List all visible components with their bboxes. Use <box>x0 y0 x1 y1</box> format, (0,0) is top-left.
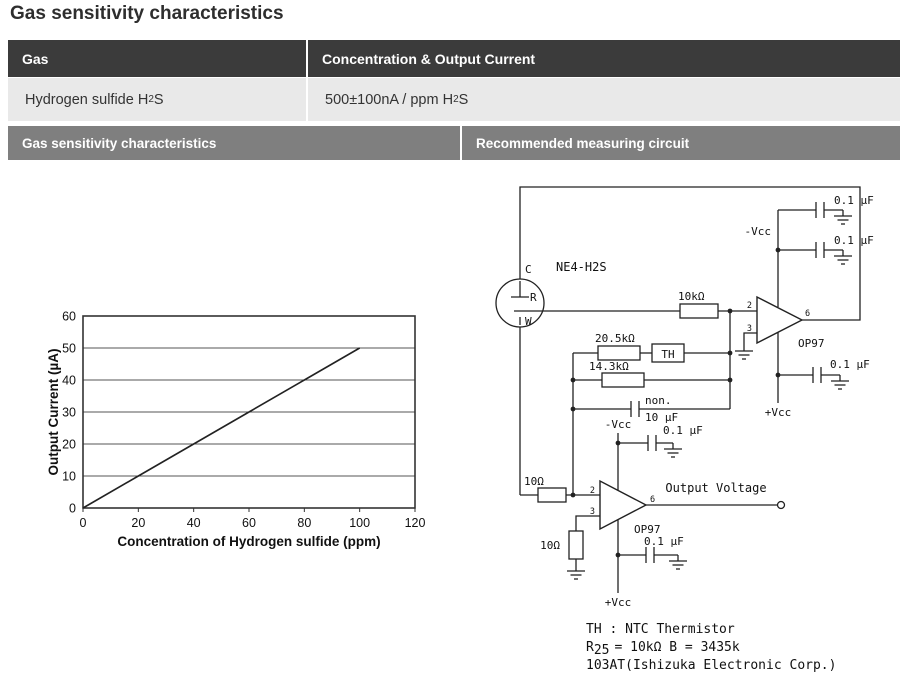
svg-text:100: 100 <box>349 516 370 530</box>
opamp2-pos-vcc-label: +Vcc <box>605 596 632 609</box>
svg-text:20: 20 <box>62 438 76 452</box>
opamp2-pin3-label: 3 <box>590 507 595 517</box>
svg-text:40: 40 <box>62 374 76 388</box>
opamp2-neg-vcc-label: -Vcc <box>605 418 632 431</box>
ground-symbol <box>833 249 853 265</box>
ground-symbol <box>830 374 850 390</box>
capacitor-symbol <box>647 434 657 452</box>
thermistor-label: TH <box>661 348 674 361</box>
terminal-w-label: W <box>525 315 532 328</box>
svg-text:60: 60 <box>242 516 256 530</box>
note-2-rest: = 10kΩ B = 3435k <box>614 640 739 655</box>
resistor-10ohm-input <box>537 487 567 503</box>
measuring-circuit-diagram: NE4-H2S C R W 10kΩ 20.5kΩ TH 14.3kΩ non.… <box>495 186 874 673</box>
header-concentration: Concentration & Output Current <box>308 40 900 77</box>
ground-symbol <box>833 209 853 225</box>
svg-text:10: 10 <box>62 470 76 484</box>
capacitor-symbol <box>815 201 825 219</box>
circuit-labels: NE4-H2S C R W 10kΩ 20.5kΩ TH 14.3kΩ non.… <box>524 194 874 673</box>
ground-symbol <box>663 442 683 458</box>
capacitor-symbol <box>812 366 822 384</box>
opamp1-neg-vcc-label: -Vcc <box>745 225 772 238</box>
svg-text:40: 40 <box>187 516 201 530</box>
cap-01uf-label: 0.1 µF <box>644 535 684 548</box>
gas-value-text: 500±100nA / ppm H <box>325 91 454 108</box>
output-terminal <box>776 500 786 510</box>
x-axis-label: Concentration of Hydrogen sulfide (ppm) <box>117 534 380 549</box>
resistor-10k-label: 10kΩ <box>678 290 705 303</box>
opamp2-pin6-label: 6 <box>650 495 655 505</box>
nonpolar-label: non. <box>645 394 672 407</box>
cap-01uf-label: 0.1 µF <box>663 424 703 437</box>
opamp2-name-label: OP97 <box>634 523 661 536</box>
capacitor-symbol <box>645 546 655 564</box>
note-2-subscript: 25 <box>594 643 610 658</box>
section-header-left: Gas sensitivity characteristics <box>8 126 460 160</box>
circuit-wires <box>519 186 861 593</box>
opamp2-pin2-label: 2 <box>590 486 595 496</box>
ground-symbol <box>668 554 688 570</box>
opamp1-symbol <box>756 295 804 345</box>
svg-text:0: 0 <box>69 502 76 516</box>
cap-01uf-label: 0.1 µF <box>834 194 874 207</box>
opamp1-pin2-label: 2 <box>747 301 752 311</box>
section-header-right: Recommended measuring circuit <box>462 126 900 160</box>
gas-value-tail: S <box>458 91 469 108</box>
chart-plot-area: 0 10 20 30 40 50 60 0 20 40 60 80 100 120 <box>62 310 425 531</box>
gas-name-text: Hydrogen sulfide H <box>25 91 149 108</box>
svg-text:0: 0 <box>80 516 87 530</box>
thermistor-box <box>651 343 685 363</box>
capacitor-symbols <box>630 201 825 564</box>
y-axis-label: Output Current (µA) <box>46 348 61 475</box>
page-title: Gas sensitivity characteristics <box>10 3 284 24</box>
cap-10uf-label: 10 µF <box>645 411 678 424</box>
header-gas: Gas <box>8 40 306 77</box>
section-header-row: Gas sensitivity characteristics Recommen… <box>8 126 900 160</box>
svg-text:30: 30 <box>62 406 76 420</box>
cap-01uf-label: 0.1 µF <box>830 358 870 371</box>
svg-text:50: 50 <box>62 342 76 356</box>
cap-01uf-label: 0.1 µF <box>834 234 874 247</box>
svg-text:80: 80 <box>297 516 311 530</box>
resistor-20-5k-label: 20.5kΩ <box>595 332 635 345</box>
circuit-note-3: 103AT(Ishizuka Electronic Corp.) <box>586 658 836 673</box>
resistor-20-5k <box>597 345 641 361</box>
sensitivity-chart: 0 10 20 30 40 50 60 0 20 40 60 80 100 120 Output Curr… <box>46 310 425 550</box>
sensor-name-label: NE4-H2S <box>556 260 607 274</box>
table-header-row: Gas Concentration & Output Current <box>8 40 900 77</box>
resistor-boxes <box>537 303 719 560</box>
gas-name-tail: S <box>153 91 164 108</box>
circuit-note-2: R25 = 10kΩ B = 3435k <box>586 640 740 658</box>
ground-symbol <box>566 564 586 580</box>
junction-dots <box>570 247 781 558</box>
resistor-10ohm-ground-label: 10Ω <box>540 539 560 552</box>
spec-table: Gas Concentration & Output Current Hydro… <box>8 40 900 160</box>
opamp2-symbol <box>599 479 648 531</box>
capacitor-symbol-nonpolar <box>630 400 640 418</box>
capacitor-symbol <box>815 241 825 259</box>
terminal-r-label: R <box>530 291 537 304</box>
opamp1-pin3-label: 3 <box>747 324 752 334</box>
svg-text:60: 60 <box>62 310 76 324</box>
resistor-10k <box>679 303 719 319</box>
resistor-10ohm-input-label: 10Ω <box>524 475 544 488</box>
svg-text:120: 120 <box>405 516 426 530</box>
svg-text:20: 20 <box>131 516 145 530</box>
opamp1-pin6-label: 6 <box>805 309 810 319</box>
ground-symbol <box>734 344 754 360</box>
terminal-c-label: C <box>525 263 532 276</box>
circuit-note-1: TH : NTC Thermistor <box>586 622 735 637</box>
output-voltage-label: Output Voltage <box>665 481 766 495</box>
resistor-14-3k <box>601 372 645 388</box>
note-2-r: R <box>586 640 594 655</box>
resistor-10ohm-ground <box>568 530 584 560</box>
resistor-14-3k-label: 14.3kΩ <box>589 360 629 373</box>
opamp1-pos-vcc-label: +Vcc <box>765 406 792 419</box>
opamp1-name-label: OP97 <box>798 337 825 350</box>
gas-sensor-symbol <box>495 278 545 328</box>
